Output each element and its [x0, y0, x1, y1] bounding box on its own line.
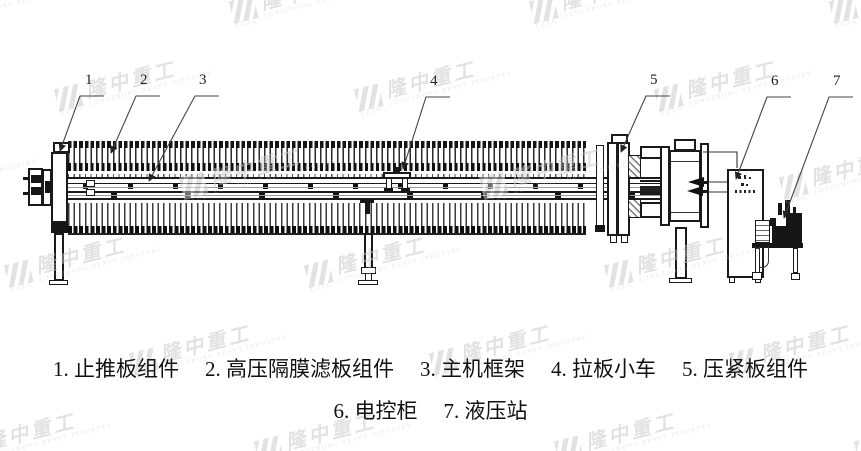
flow-arrow-upper [688, 177, 704, 187]
station-valve-stem [778, 203, 782, 215]
center-bracket [360, 199, 374, 203]
feed-fitting-lower [31, 187, 41, 195]
station-tabletop [752, 243, 803, 248]
callout-number-7: 7 [833, 73, 841, 89]
callout-number-2: 2 [140, 72, 148, 88]
plate-handle-band [68, 148, 586, 163]
station-leg-right [793, 248, 798, 273]
flow-arrow-tail-lower [700, 190, 707, 193]
caption-item-3: 3. 主机框架 [420, 357, 525, 381]
feed-fitting-center [45, 181, 52, 193]
callout-number-6: 6 [771, 73, 779, 89]
cabinet-indicator [741, 183, 744, 186]
front-leg-foot [49, 280, 68, 285]
moving-plate-foot [595, 225, 605, 232]
piston-rod [640, 180, 661, 195]
callout-number-4: 4 [430, 73, 438, 89]
middle-leg-foot [358, 280, 378, 285]
center-bracket-stem [365, 203, 370, 214]
callout-number-1: 1 [85, 72, 93, 88]
main-frame-beam [43, 177, 708, 200]
stack-baseline [68, 233, 586, 235]
cart-knob [393, 167, 400, 173]
station-tank [755, 220, 770, 243]
feed-fitting-upper [31, 175, 41, 183]
caption-item-4: 4. 拉板小车 [551, 357, 656, 381]
station-pump [772, 226, 787, 243]
flow-arrow-lower [687, 186, 703, 196]
feed-pipe-stub-upper [23, 177, 29, 180]
caption-item-6: 6. 电控柜 [333, 399, 418, 423]
plate-edge-band [68, 163, 586, 171]
cart-top-plate [383, 172, 411, 179]
plate-top-band [68, 141, 586, 148]
station-motor [786, 213, 802, 243]
plate-foot-band [68, 226, 586, 233]
caption-item-5: 5. 压紧板组件 [682, 357, 808, 381]
cart-wheel-left [384, 188, 393, 192]
station-foot-left [752, 272, 762, 280]
cabinet-label-strip [735, 190, 757, 193]
filter-plate-stack [68, 141, 586, 235]
callout-number-5: 5 [650, 72, 658, 88]
pressing-plate-stub-right [621, 235, 628, 243]
cylinder-leg-foot [669, 278, 692, 283]
beam-fitting-lower [86, 189, 95, 196]
feed-pipe-stub-lower [23, 192, 29, 195]
plate-seal-band [68, 171, 586, 177]
caption-item-1: 1. 止推板组件 [53, 357, 179, 381]
caption-line-2: 6. 电控柜 7. 液压站 [334, 395, 528, 425]
station-valve-stem [793, 207, 796, 215]
caption-item-2: 2. 高压隔膜滤板组件 [205, 357, 394, 381]
caption-line-1: 1. 止推板组件 2. 高压隔膜滤板组件 3. 主机框架 4. 拉板小车 5. 压紧板组… [53, 353, 808, 383]
cart-wheel-right [401, 188, 410, 192]
cabinet-indicator [744, 175, 746, 179]
thrust-base-block [51, 222, 68, 233]
callout-number-3: 3 [199, 72, 207, 88]
flow-arrow-tail-upper [701, 181, 708, 184]
parts-list-caption: 1. 止推板组件 2. 高压隔膜滤板组件 3. 主机框架 4. 拉板小车 5. 压紧板组… [0, 353, 861, 425]
cabinet-foot-left [729, 277, 735, 283]
cabinet-indicator [746, 184, 748, 186]
rod-flange-upper [628, 155, 641, 178]
beam-fitting-upper [86, 180, 95, 187]
caption-item-7: 7. 液压站 [443, 399, 528, 423]
plate-lower-band [68, 203, 586, 226]
cabinet-indicator [749, 177, 751, 179]
station-gauge [770, 218, 776, 226]
pressing-plate-stub-left [610, 235, 617, 243]
station-foot-right [791, 273, 800, 280]
